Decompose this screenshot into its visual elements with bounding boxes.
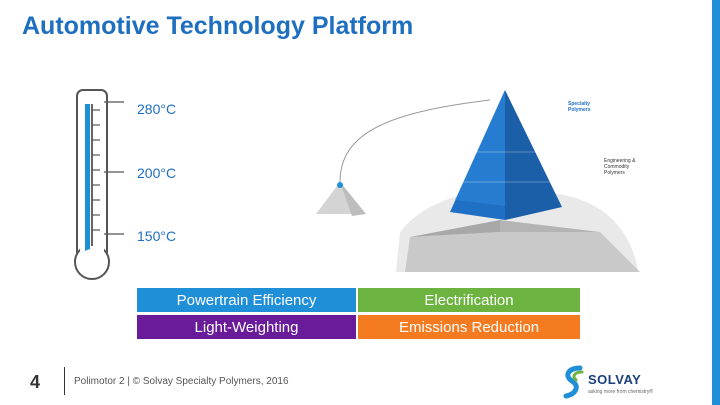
solvay-tagline: asking more from chemistry® <box>588 389 654 395</box>
footer-text: Polimotor 2 | © Solvay Specialty Polymer… <box>74 376 289 387</box>
thermometer-icon <box>74 89 124 280</box>
page-title: Automotive Technology Platform <box>22 12 414 40</box>
solvay-logo-name: SOLVAY <box>588 372 642 387</box>
temp-label-280: 280°C <box>137 101 177 117</box>
powertrain-efficiency-cell: Powertrain Efficiency <box>137 288 356 312</box>
light-weighting-cell: Light-Weighting <box>137 315 356 339</box>
engineering-polymers-label: Engineering & Commodity Polymers <box>604 158 636 176</box>
page-number: 4 <box>30 372 41 392</box>
electrification-cell: Electrification <box>358 288 580 312</box>
accent-bar <box>712 0 720 405</box>
polymer-pyramid-diagram <box>316 90 640 272</box>
solvay-logo-icon <box>563 365 584 399</box>
temp-label-150: 150°C <box>137 228 177 244</box>
emissions-reduction-cell: Emissions Reduction <box>358 315 580 339</box>
footer-divider <box>64 367 65 395</box>
specialty-polymers-label: Specialty Polymers <box>568 101 591 113</box>
temp-label-200: 200°C <box>137 165 177 181</box>
